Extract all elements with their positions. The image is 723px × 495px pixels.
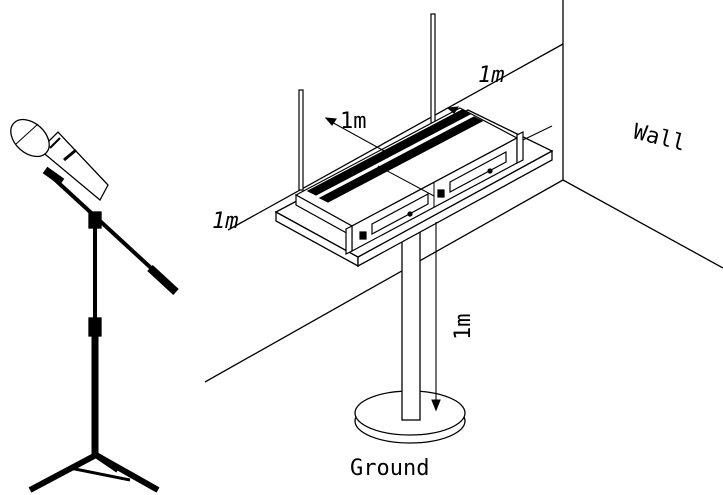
label-distance-left: 1m <box>212 209 239 234</box>
mic-grille-line <box>15 123 39 145</box>
right-antenna <box>430 13 436 130</box>
tripod-leg-center <box>94 452 120 473</box>
front-led-left <box>407 211 413 217</box>
front-led-right <box>487 168 493 174</box>
left-antenna <box>298 89 304 191</box>
mic-grille <box>10 118 50 158</box>
receiver-unit <box>294 107 524 255</box>
distance-arrows <box>324 106 553 412</box>
mic-band-2 <box>49 137 61 149</box>
mic-clip <box>42 166 65 186</box>
ground-distance-arrowhead <box>431 399 441 412</box>
table-pole <box>401 229 421 421</box>
label-distance-ground: 1m <box>451 314 476 341</box>
front-display-right <box>449 150 507 194</box>
wall-top-edge <box>227 43 564 231</box>
back-distance-arrowhead <box>324 117 337 126</box>
microphone-stand <box>28 166 179 493</box>
rack-ear-left <box>345 225 353 255</box>
label-ground: Ground <box>350 456 429 481</box>
antennas <box>298 13 436 191</box>
handheld-microphone-icon <box>10 118 109 202</box>
rack-ear-right <box>516 131 524 164</box>
front-display-left <box>371 192 429 236</box>
label-distance-back: 1m <box>340 109 367 134</box>
top-stripe-2 <box>318 116 484 203</box>
back-distance-line <box>327 119 387 153</box>
front-knob-left <box>359 231 367 240</box>
mic-band-1 <box>63 148 77 162</box>
room-outline <box>204 0 723 383</box>
mic-handle <box>39 131 109 202</box>
top-stripe-1 <box>306 109 472 196</box>
front-knob-right <box>437 189 445 198</box>
tripod-brace <box>69 466 131 482</box>
label-wall: Wall <box>631 120 688 157</box>
stand-clutch <box>88 317 102 337</box>
wall-distance-arrowhead <box>446 106 460 114</box>
label-distance-wall: 1m <box>478 63 505 88</box>
wall-distance-line <box>522 125 553 141</box>
tripod-leg-left <box>28 452 98 493</box>
top-center-divider <box>377 165 435 197</box>
floor-wall-edge <box>204 179 564 383</box>
boom-counterweight <box>147 265 179 295</box>
floor-right-edge <box>562 179 723 269</box>
